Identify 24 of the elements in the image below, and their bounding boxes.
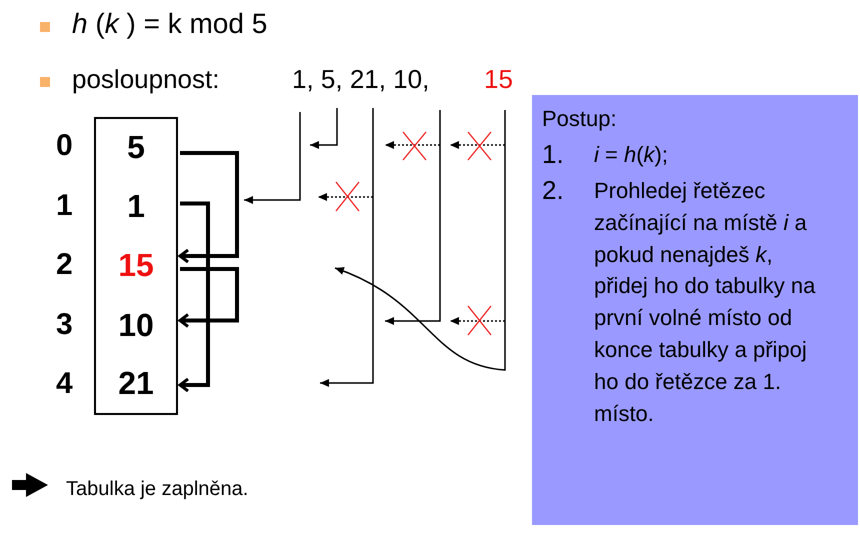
procedure-heading: Postup:: [542, 105, 618, 133]
sequence-label: posloupnost:: [72, 64, 220, 95]
table-cell: 5: [94, 117, 178, 178]
chain-arrow: [178, 151, 239, 264]
table-cell: 1: [94, 176, 178, 238]
row-index: 4: [56, 367, 73, 401]
row-index: 2: [56, 248, 73, 282]
step-text: Prohledej řetězec začínající na místě i a pokud nenajdeš k, přidej ho do tabulky na první volné místo od konce tabulky a připoj ho do řetězce za 1. místo.: [594, 176, 816, 428]
table-cell: 15: [94, 236, 178, 298]
step-number: 1.: [542, 138, 565, 171]
note-text: Tabulka je zaplněna.: [66, 478, 248, 501]
row-index: 0: [56, 129, 73, 163]
table-cell: 10: [94, 296, 178, 357]
step-number: 2.: [542, 174, 565, 207]
hash-formula: h (k ) = k mod 5: [72, 8, 268, 40]
procedure-panel: [532, 95, 858, 525]
table-cell: 21: [94, 355, 178, 414]
row-index: 1: [56, 188, 73, 222]
chain-arrow: [178, 267, 239, 328]
chain-arrow: [178, 202, 210, 392]
sequence-values: 15: [484, 64, 513, 95]
row-index: 3: [56, 308, 73, 342]
step-text: i = h(k);: [594, 140, 669, 169]
sequence-values: 1, 5, 21, 10,: [292, 64, 430, 95]
